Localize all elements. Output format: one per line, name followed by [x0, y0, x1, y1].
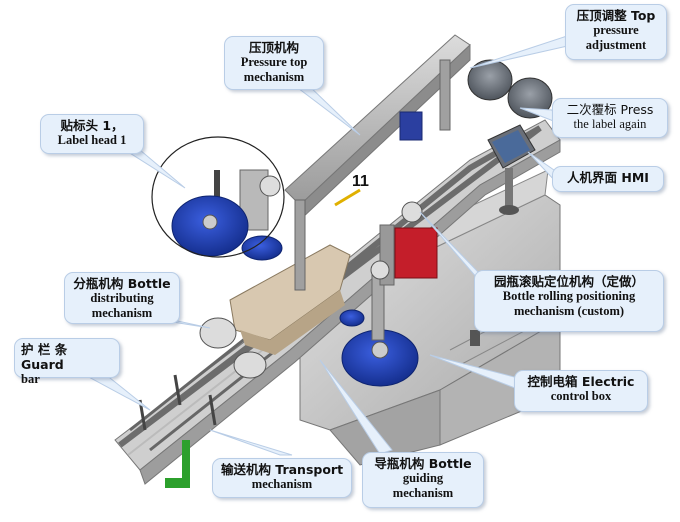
callout-bottle-distributing: 分瓶机构 Bottle distributing mechanism	[64, 272, 180, 324]
pressure-rollers	[399, 59, 553, 141]
callout-line: 导瓶机构 Bottle	[374, 456, 472, 471]
callout-line: mechanism	[243, 70, 305, 84]
callout-pointers	[83, 34, 573, 456]
label-head-1-assembly	[151, 136, 285, 261]
callout-line: 控制电箱 Electric	[527, 374, 635, 389]
callout-line: mechanism	[392, 486, 454, 500]
callout-line: 贴标头 1，	[60, 118, 124, 133]
callout-transport-mechanism: 输送机构 Transport mechanism	[212, 458, 352, 498]
machine-number: 11	[352, 173, 369, 190]
label-head-2-assembly	[339, 269, 419, 387]
callout-line: mechanism (custom)	[513, 304, 625, 318]
hmi-screen	[487, 124, 536, 215]
callout-electric-control-box: 控制电箱 Electric control box	[514, 370, 648, 412]
callout-line: Label head 1	[57, 133, 127, 147]
callout-line: adjustment	[585, 38, 647, 52]
callout-guard-bar: 护 栏 条 Guard bar	[14, 338, 120, 386]
callout-line: distributing	[90, 291, 154, 305]
callout-label-head-1: 贴标头 1， Label head 1	[40, 114, 144, 154]
callout-line: pressure	[593, 23, 639, 37]
callout-bottle-guiding: 导瓶机构 Bottle guiding mechanism	[362, 452, 484, 508]
callout-line: 分瓶机构 Bottle	[73, 276, 171, 291]
callout-press-label-again: 二次覆标 Press the label again	[552, 98, 668, 138]
callout-line: 护 栏 条 Guard	[21, 342, 68, 372]
distributing-wheels	[199, 317, 267, 379]
callout-line: 压顶调整 Top	[576, 8, 656, 23]
callout-line: 人机界面 HMI	[567, 170, 649, 185]
callout-line: the label again	[573, 117, 647, 131]
callout-hmi: 人机界面 HMI	[552, 166, 664, 192]
green-guide-post	[165, 440, 190, 488]
callout-bottle-rolling-positioning: 园瓶滚贴定位机构（定做） Bottle rolling positioning …	[474, 270, 664, 332]
callout-line: bar	[21, 372, 40, 386]
callout-pressure-top-mechanism: 压顶机构 Pressure top mechanism	[224, 36, 324, 90]
callout-line: mechanism	[91, 306, 153, 320]
callout-line: 二次覆标 Press	[566, 102, 654, 117]
callout-line: mechanism	[251, 477, 313, 491]
bottle-rolling-unit	[370, 201, 438, 286]
callout-line: 压顶机构	[248, 40, 299, 55]
pressure-top-beam	[284, 34, 471, 291]
callout-line: 园瓶滚贴定位机构（定做）	[493, 274, 644, 289]
callout-top-pressure-adjustment: 压顶调整 Top pressure adjustment	[565, 4, 667, 60]
pointer-label-head	[123, 149, 186, 189]
pointer-top-pressure	[469, 34, 573, 69]
callout-line: control box	[550, 389, 612, 403]
callout-line: Bottle rolling positioning	[502, 289, 636, 303]
callout-line: Pressure top	[240, 55, 308, 69]
pointer-transport	[209, 429, 293, 456]
yellow-accent	[334, 188, 361, 207]
callout-line: guiding	[402, 471, 444, 485]
callout-line: 输送机构 Transport	[220, 462, 344, 477]
